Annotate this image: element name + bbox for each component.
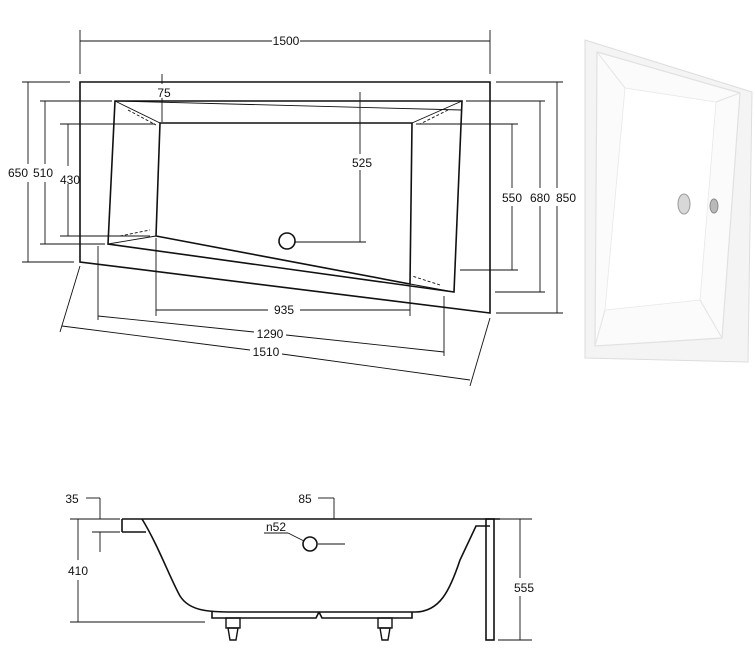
foot-right — [377, 617, 393, 629]
foot-right-base — [379, 627, 391, 641]
foot-left-base — [227, 627, 239, 641]
top-view-rim — [107, 100, 463, 293]
dim-label-680: 680 — [530, 191, 550, 205]
dim-label-650: 650 — [8, 166, 28, 180]
extension-line — [469, 317, 491, 387]
bevel-line — [114, 100, 463, 111]
dim-label-1510: 1510 — [253, 345, 280, 359]
tub-edge — [594, 309, 606, 347]
top-view: 1500 75 525 650 510 430 850 — [8, 30, 576, 387]
foot-left — [225, 617, 241, 629]
bevel-line — [411, 100, 463, 124]
dim-line — [281, 353, 471, 381]
dim-line — [97, 315, 255, 333]
dim-label-85: 85 — [298, 492, 312, 506]
tub-edge — [715, 92, 741, 103]
tub-edge — [596, 51, 626, 89]
side-basin-profile — [141, 518, 490, 613]
dashed-bevel — [119, 229, 151, 237]
tub-edge — [699, 299, 723, 339]
drain-icon — [677, 193, 691, 215]
front-panel — [485, 518, 495, 641]
dim-label-525: 525 — [352, 156, 372, 170]
dim-label-850: 850 — [556, 191, 576, 205]
dim-label-75: 75 — [157, 86, 171, 100]
dim-label-935: 935 — [274, 303, 294, 317]
top-view-basin — [155, 122, 413, 285]
extension-line — [59, 265, 81, 333]
overflow-icon — [709, 198, 719, 214]
bevel-line — [409, 283, 455, 293]
dim-label-550: 550 — [502, 191, 522, 205]
bevel-line — [114, 100, 161, 124]
leader-line — [287, 532, 305, 542]
dashed-bevel — [411, 275, 441, 286]
side-base — [211, 611, 413, 619]
dashed-bevel — [127, 109, 157, 126]
dim-line — [285, 334, 445, 353]
side-view: n52 35 85 410 555 — [65, 492, 534, 641]
dim-label-555: 555 — [514, 581, 534, 595]
bevel-line — [107, 235, 157, 245]
dim-label-n52: n52 — [266, 520, 286, 534]
dim-label-35: 35 — [65, 492, 79, 506]
dim-label-410: 410 — [68, 564, 88, 578]
dim-label-1500: 1500 — [273, 34, 300, 48]
overflow-circle — [302, 536, 318, 552]
bathtub-photo — [583, 35, 755, 363]
dim-label-510: 510 — [33, 166, 53, 180]
dim-label-430: 430 — [60, 173, 80, 187]
dim-line — [61, 325, 251, 351]
top-view-outline — [79, 81, 491, 314]
dashed-bevel — [419, 109, 449, 125]
tub-floor — [604, 87, 717, 311]
dim-label-1290: 1290 — [257, 327, 284, 341]
drain-circle — [278, 232, 296, 250]
